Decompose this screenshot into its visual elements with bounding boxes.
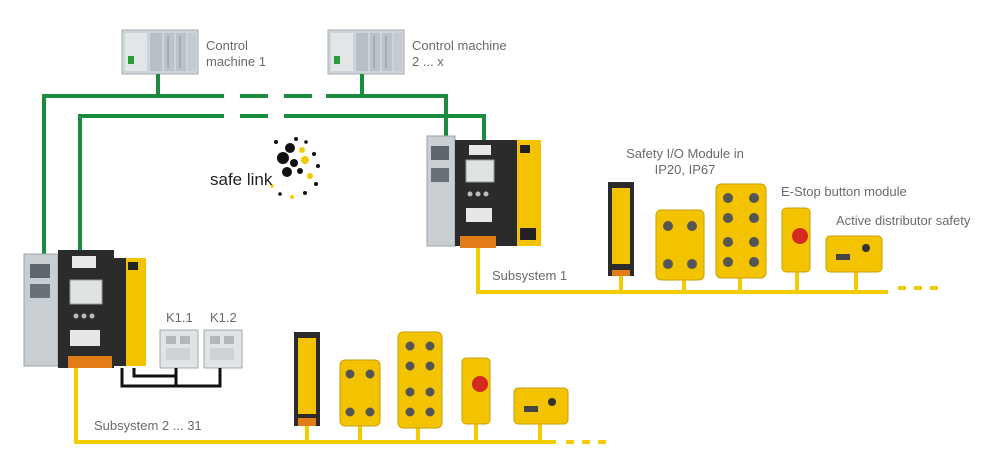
gateway-subsystem-1 (426, 135, 541, 248)
safe-link-label: safe link (210, 170, 273, 189)
estop-button-module-1 (781, 207, 811, 273)
estop-module-label: E-Stop button module (781, 184, 907, 199)
safety-io-module-label: Safety I/O Module in IP20, IP67 (626, 146, 744, 177)
safety-io-ip67-module-2b (397, 331, 443, 429)
estop-button-module-2 (461, 357, 491, 425)
control-machine-2-label: Control machine 2 ... x (412, 38, 507, 69)
relay-k1-1-label: K1.1 (166, 310, 193, 325)
safety-io-ip20-module-1 (608, 182, 634, 276)
active-distributor-1 (825, 235, 883, 273)
subsystem-lines (74, 248, 938, 444)
safety-io-ip20-module-2 (294, 332, 320, 426)
subsystem-2-label: Subsystem 2 ... 31 (94, 418, 202, 433)
relay-k1-1 (159, 329, 199, 369)
relay-wires (120, 368, 222, 388)
safety-io-ip67-module-1a (655, 209, 705, 281)
relay-k1-2 (203, 329, 243, 369)
control-machine-2-plc (327, 29, 405, 75)
control-machine-1-label: Control machine 1 (206, 38, 266, 69)
network-lines (42, 74, 486, 262)
subsystem-1-label: Subsystem 1 (492, 268, 568, 283)
safety-io-ip67-module-1b (715, 183, 767, 279)
active-distributor-label: Active distributor safety (836, 213, 971, 228)
active-distributor-2 (513, 387, 569, 425)
safe-link-logo (270, 137, 320, 199)
control-machine-1-plc (121, 29, 199, 75)
safety-io-ip67-module-2a (339, 359, 381, 427)
gateway-subsystem-2 (23, 250, 146, 368)
relay-k1-2-label: K1.2 (210, 310, 237, 325)
